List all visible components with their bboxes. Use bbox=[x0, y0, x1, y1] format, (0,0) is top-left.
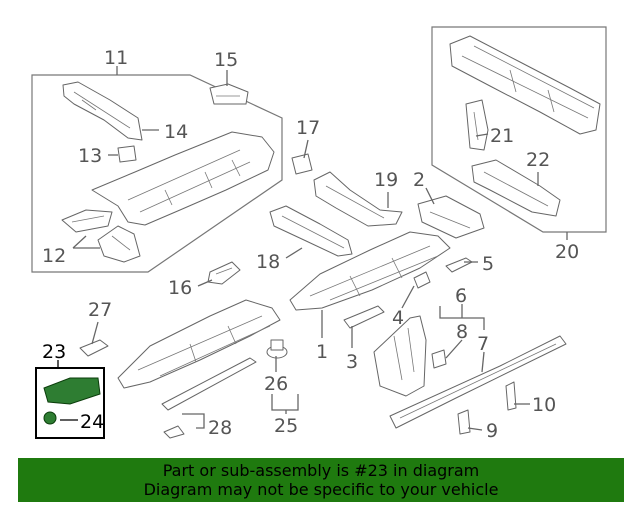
part-bar-3 bbox=[343, 305, 385, 329]
part-strip-28 bbox=[161, 357, 257, 439]
callout-6: 6 bbox=[455, 285, 467, 307]
callout-10: 10 bbox=[532, 394, 556, 416]
banner-line-1: Part or sub-assembly is #23 in diagram bbox=[162, 461, 480, 480]
highlight-part-23 bbox=[35, 360, 105, 439]
callout-18: 18 bbox=[256, 251, 280, 273]
callout-24: 24 bbox=[80, 411, 104, 433]
callout-17: 17 bbox=[296, 117, 320, 139]
callout-16: 16 bbox=[168, 277, 192, 299]
part-bracket-10 bbox=[505, 381, 517, 411]
part-bracket-9 bbox=[457, 409, 471, 435]
info-banner: Part or sub-assembly is #23 in diagram D… bbox=[18, 458, 624, 502]
part-bracket-15 bbox=[209, 83, 249, 105]
part-bracket-12a bbox=[61, 209, 113, 233]
part-bracket-5 bbox=[445, 257, 473, 273]
banner-line-2: Diagram may not be specific to your vehi… bbox=[143, 480, 499, 499]
part-bracket-13 bbox=[117, 145, 137, 163]
callout-1: 1 bbox=[316, 341, 328, 363]
part-23-shape bbox=[43, 377, 101, 405]
callout-9: 9 bbox=[486, 420, 498, 442]
part-rail-18 bbox=[269, 205, 353, 257]
callout-14: 14 bbox=[164, 121, 188, 143]
part-member-19 bbox=[313, 171, 403, 227]
part-bracket-4 bbox=[413, 271, 431, 289]
part-bracket-21 bbox=[465, 99, 489, 151]
part-plug-26 bbox=[266, 339, 288, 359]
part-24-shape bbox=[43, 411, 57, 425]
part-cross-member bbox=[91, 131, 275, 226]
callout-3: 3 bbox=[346, 351, 358, 373]
callout-21: 21 bbox=[490, 125, 514, 147]
part-bracket-27 bbox=[79, 339, 109, 357]
callout-20: 20 bbox=[555, 241, 579, 263]
callout-19: 19 bbox=[374, 169, 398, 191]
callout-27: 27 bbox=[88, 299, 112, 321]
callout-25: 25 bbox=[274, 415, 298, 437]
callout-28: 28 bbox=[208, 417, 232, 439]
part-plate-8 bbox=[431, 349, 447, 369]
callout-5: 5 bbox=[482, 253, 494, 275]
part-member-22 bbox=[471, 159, 561, 217]
part-sill-7 bbox=[389, 335, 567, 429]
part-pillar-6 bbox=[373, 315, 427, 397]
part-rear-floor-25 bbox=[117, 299, 281, 389]
callout-7: 7 bbox=[477, 333, 489, 355]
callout-23: 23 bbox=[42, 341, 66, 363]
group-frame-11 bbox=[31, 74, 283, 273]
callout-26: 26 bbox=[264, 373, 288, 395]
callout-15: 15 bbox=[214, 49, 238, 71]
part-floor-2 bbox=[417, 195, 485, 239]
part-bracket-16 bbox=[207, 261, 241, 285]
part-bracket-17 bbox=[291, 153, 313, 175]
callout-8: 8 bbox=[456, 321, 468, 343]
part-crossmember-20 bbox=[449, 35, 601, 135]
part-floor-1 bbox=[289, 231, 451, 311]
callout-22: 22 bbox=[526, 149, 550, 171]
callout-13: 13 bbox=[78, 145, 102, 167]
callout-4: 4 bbox=[392, 307, 404, 329]
leader-lines bbox=[72, 66, 568, 431]
callout-12: 12 bbox=[42, 245, 66, 267]
part-rail-14 bbox=[62, 81, 143, 141]
part-bracket-12b bbox=[97, 225, 141, 263]
callout-11: 11 bbox=[104, 47, 128, 69]
parts-diagram: 11 14 13 12 15 17 19 18 16 2 1 3 4 5 6 8… bbox=[31, 26, 607, 442]
callout-2: 2 bbox=[413, 169, 425, 191]
group-frame-20 bbox=[431, 26, 607, 233]
